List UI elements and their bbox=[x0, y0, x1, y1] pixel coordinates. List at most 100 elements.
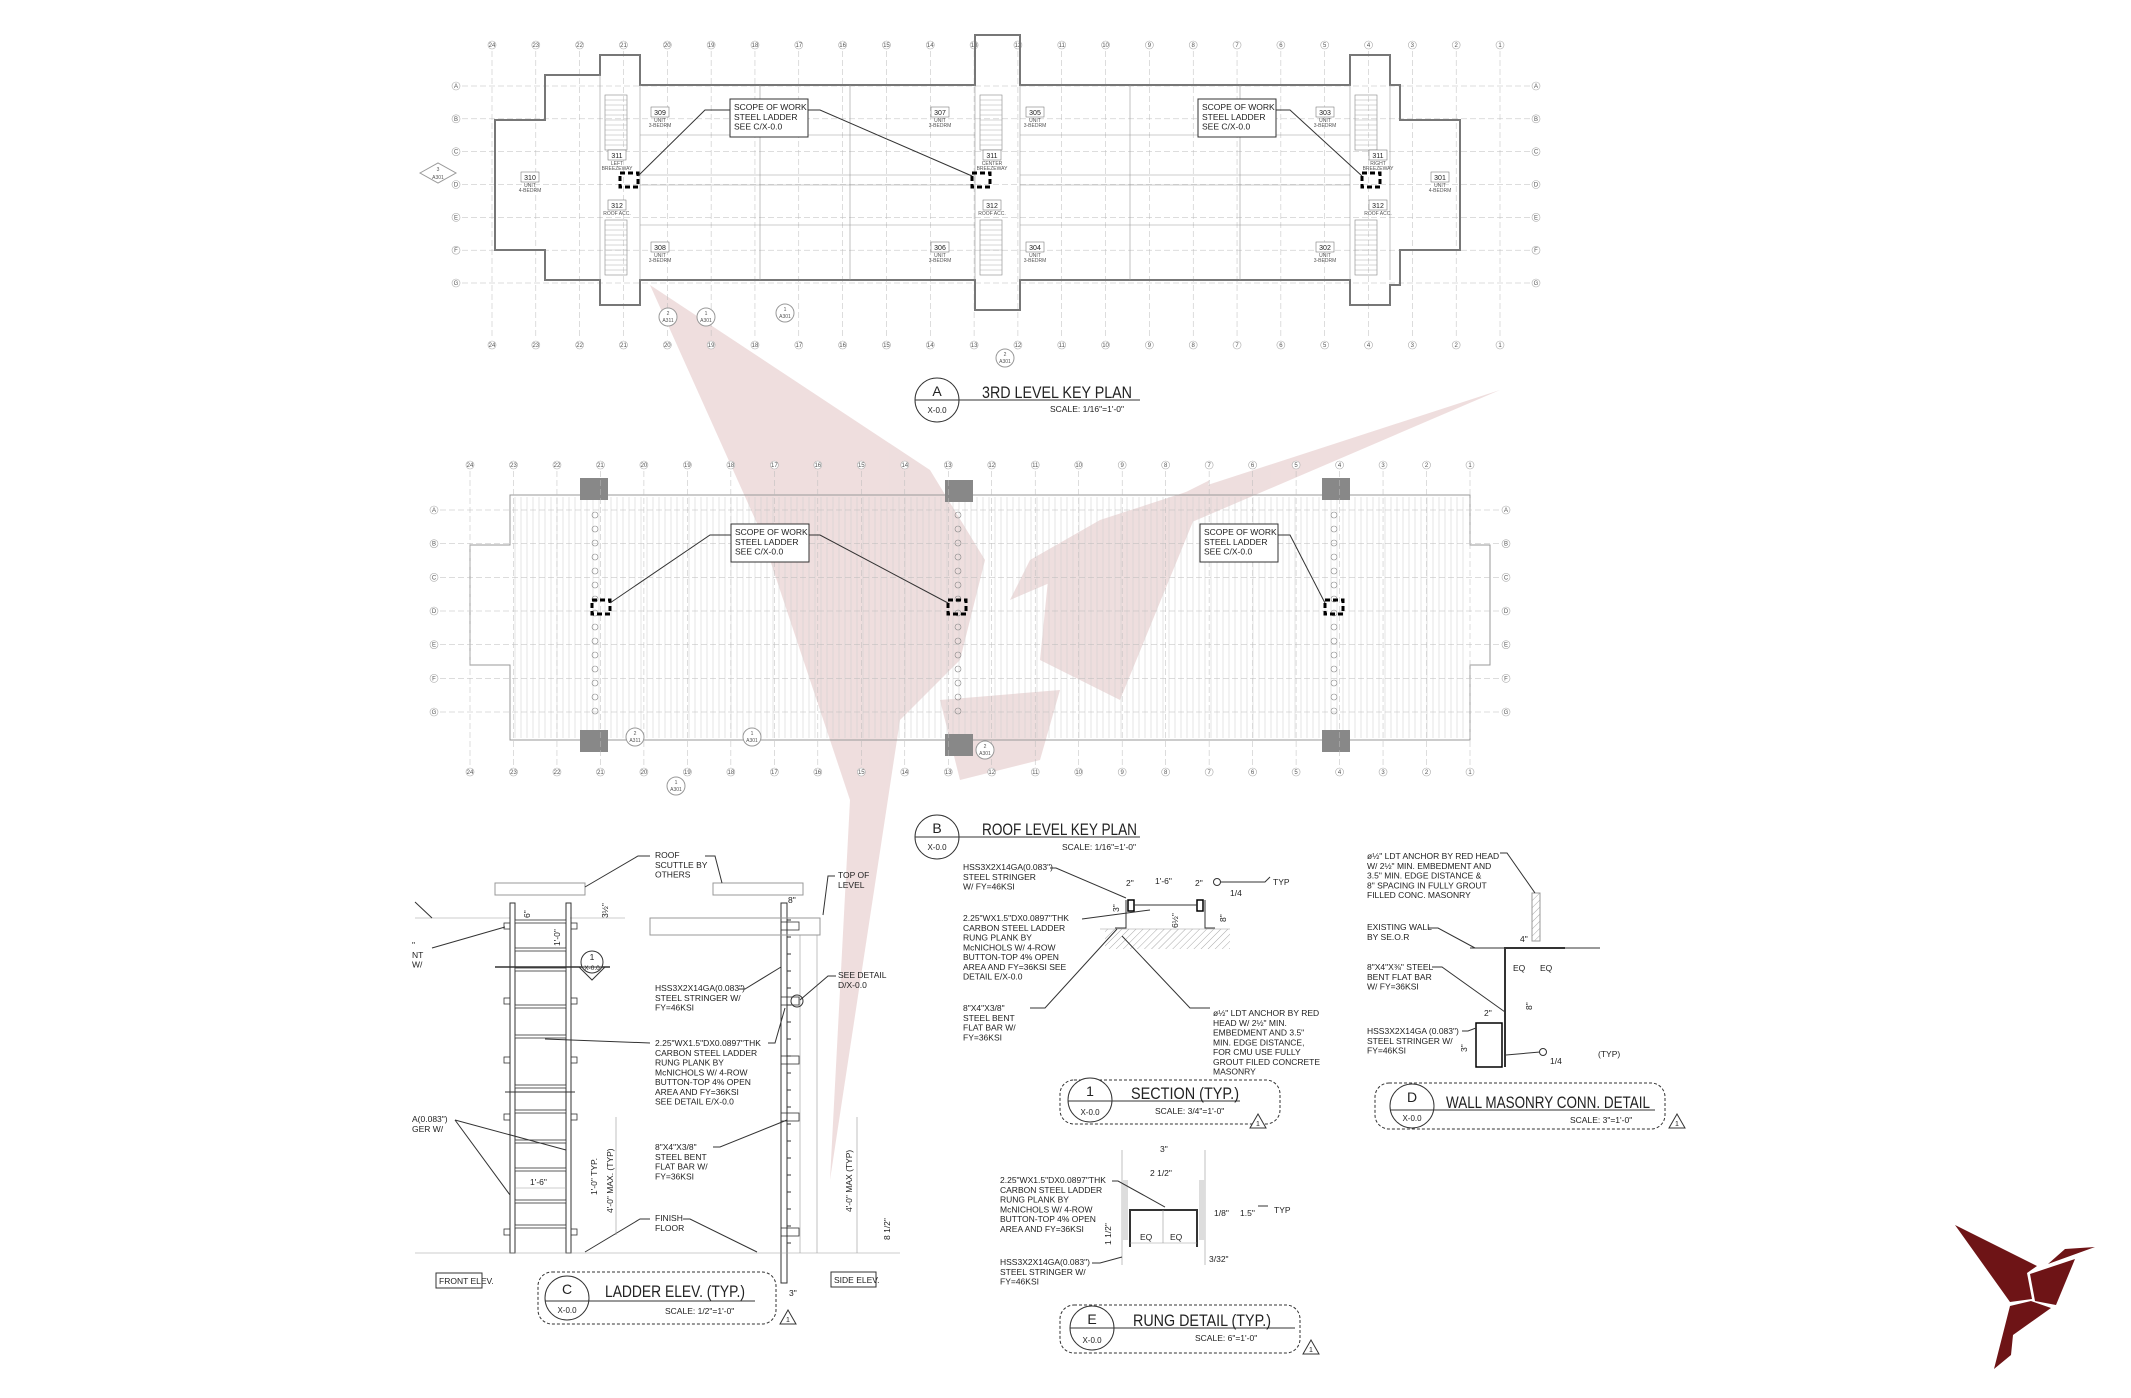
side-bracket bbox=[780, 1227, 800, 1237]
grid-row-label: B bbox=[432, 542, 436, 548]
roof-drain bbox=[591, 539, 599, 547]
ladder-rung bbox=[514, 947, 567, 952]
ladder-marker[interactable] bbox=[590, 598, 612, 616]
roof-drain bbox=[1330, 553, 1338, 561]
ladder-marker[interactable] bbox=[618, 171, 640, 189]
roof-drain bbox=[954, 511, 962, 519]
svg-text:2: 2 bbox=[984, 744, 987, 750]
grid-bubble bbox=[451, 147, 461, 156]
grid-bubble bbox=[925, 40, 935, 50]
grid-bubble bbox=[857, 767, 866, 777]
grid-column-label: 23 bbox=[510, 770, 517, 776]
grid-column-label: 10 bbox=[1102, 343, 1109, 349]
grid-bubble bbox=[1232, 340, 1242, 350]
svg-text:A301: A301 bbox=[670, 787, 682, 793]
roof-drain bbox=[1330, 539, 1338, 547]
grid-column-label: 23 bbox=[510, 463, 517, 469]
svg-text:SECTION (TYP.): SECTION (TYP.) bbox=[1131, 1084, 1239, 1103]
grid-column-label: 18 bbox=[752, 343, 759, 349]
grid-bubble bbox=[1320, 40, 1329, 50]
svg-text:X-0.0: X-0.0 bbox=[1080, 1108, 1100, 1117]
grid-bubble bbox=[552, 767, 562, 777]
grid-row-label: B bbox=[1504, 542, 1508, 548]
ladder-marker[interactable] bbox=[1360, 171, 1382, 189]
note-line: 8"X4"X3/8" bbox=[655, 1142, 697, 1152]
grid-column-label: 3 bbox=[1411, 43, 1415, 49]
grid-bubble bbox=[1495, 340, 1505, 350]
wall-bracket bbox=[503, 1056, 511, 1064]
grid-bubble bbox=[1531, 213, 1541, 222]
note-line: AREA AND FY=36KSI SEE bbox=[963, 962, 1067, 972]
grid-bubble bbox=[794, 340, 804, 350]
roof-drain bbox=[954, 525, 962, 533]
grid-column-label: 18 bbox=[752, 43, 759, 49]
svg-text:1/4: 1/4 bbox=[1230, 888, 1242, 898]
note-line: SCOPE OF WORK: bbox=[735, 527, 810, 537]
roof-drain bbox=[954, 707, 962, 715]
roof-drain bbox=[1330, 525, 1338, 533]
plan-title-b: B X-0.0 ROOF LEVEL KEY PLAN SCALE: 1/16"… bbox=[914, 814, 1140, 860]
section-cut-bubble[interactable]: 1 X-0.0 bbox=[495, 950, 610, 981]
grid-column-label: 18 bbox=[728, 463, 735, 469]
room-subtype: 3-BEDRM bbox=[929, 258, 952, 264]
grid-bubble bbox=[1074, 460, 1083, 470]
ladder-marker[interactable] bbox=[1323, 598, 1345, 616]
grid-bubble bbox=[552, 460, 562, 470]
svg-text:A301: A301 bbox=[432, 175, 444, 181]
roof-hatching bbox=[514, 497, 1464, 738]
grid-column-label: 9 bbox=[1121, 770, 1125, 776]
grid-bubble bbox=[1408, 340, 1417, 350]
ladder-marker[interactable] bbox=[946, 598, 968, 616]
room-type: UNIT bbox=[1029, 118, 1041, 124]
grid-bubble bbox=[1030, 460, 1040, 470]
ladder-marker[interactable] bbox=[970, 171, 992, 189]
grid-bubble bbox=[1531, 114, 1541, 124]
grid-column-label: 4 bbox=[1367, 343, 1371, 349]
svg-text:1 1/2": 1 1/2" bbox=[1103, 1223, 1113, 1245]
grid-bubble bbox=[726, 767, 736, 777]
svg-text:2": 2" bbox=[1126, 878, 1134, 888]
note-line: SEE C/X-0.0 bbox=[735, 547, 783, 557]
room-type: UNIT bbox=[1434, 183, 1446, 189]
grid-bubble bbox=[1451, 340, 1461, 350]
svg-text:1: 1 bbox=[675, 780, 678, 786]
grid-column-label: 5 bbox=[1294, 770, 1298, 776]
grid-column-label: 3 bbox=[1381, 463, 1385, 469]
svg-text:A301: A301 bbox=[979, 751, 991, 757]
note-line: HSS3X2X14GA(0.083") bbox=[963, 862, 1053, 872]
note-line: AREA AND FY=36KSI bbox=[655, 1087, 739, 1097]
grid-bubble bbox=[1030, 767, 1040, 777]
roof-level-key-plan: 2424232322222121202019191818171716161515… bbox=[429, 460, 1511, 860]
svg-text:A301: A301 bbox=[700, 318, 712, 324]
note-line: ø½" LDT ANCHOR BY RED bbox=[1213, 1008, 1319, 1018]
svg-text:1/4: 1/4 bbox=[1550, 1056, 1562, 1066]
grid-column-label: 20 bbox=[664, 43, 671, 49]
roof-drain bbox=[591, 623, 599, 631]
detail-title-d: D X-0.0 WALL MASONRY CONN. DETAIL SCALE:… bbox=[1374, 1082, 1686, 1130]
grid-column-label: 22 bbox=[576, 343, 583, 349]
roof-drain bbox=[1330, 693, 1338, 701]
wall-bracket bbox=[570, 997, 578, 1005]
svg-text:1: 1 bbox=[784, 307, 787, 313]
room-type: CENTER bbox=[982, 161, 1003, 167]
note-line: 8"X4"X3/8" bbox=[963, 1003, 1005, 1013]
grid-bubble bbox=[750, 40, 760, 50]
grid-bubble bbox=[750, 340, 760, 350]
room-type: RIGHT bbox=[1370, 161, 1386, 167]
grid-column-label: 17 bbox=[795, 343, 802, 349]
ladder-rung bbox=[514, 1199, 567, 1204]
note-line: FLOOR bbox=[655, 1223, 684, 1233]
note-line: STEEL BENT bbox=[963, 1013, 1015, 1023]
